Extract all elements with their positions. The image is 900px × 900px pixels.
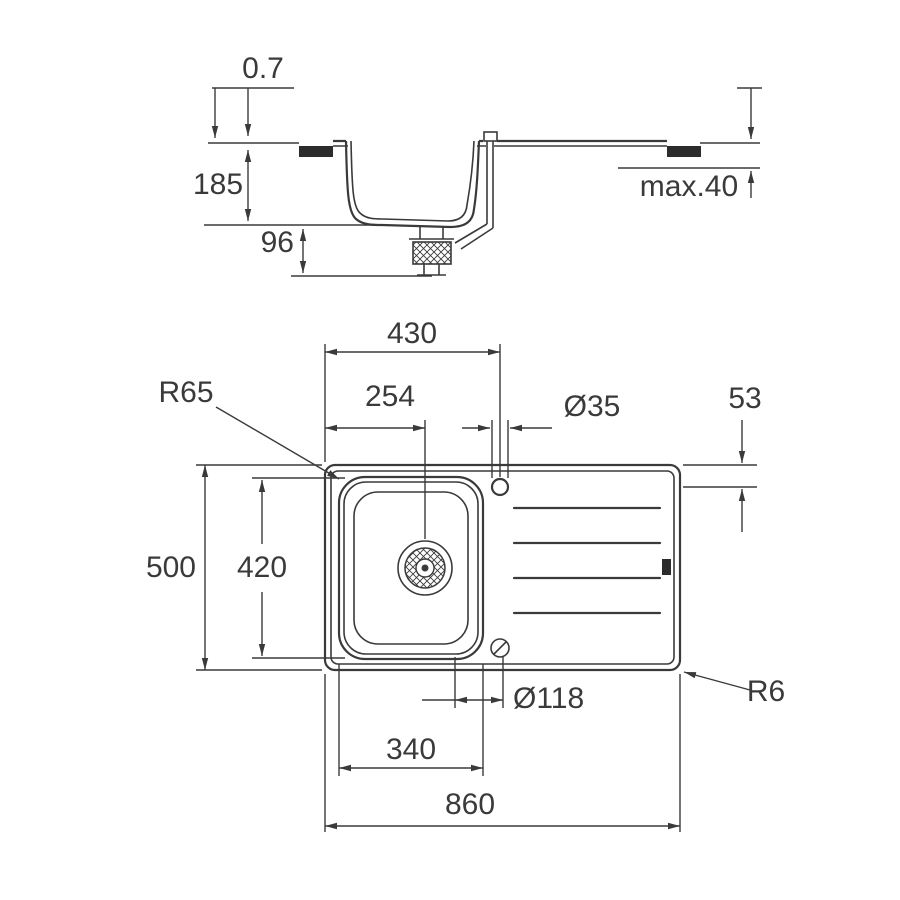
countertop-section-left bbox=[299, 146, 333, 157]
dim-trap-depth-label: 96 bbox=[261, 226, 294, 259]
dim-corner-radius: R6 bbox=[683, 671, 785, 708]
countertop-section-right bbox=[667, 146, 701, 157]
dim-tap-offset: 53 bbox=[683, 382, 762, 532]
dim-drain-dia: Ø118 bbox=[422, 657, 584, 715]
dim-depth: 500 bbox=[146, 464, 322, 671]
dim-counter-max: max.40 bbox=[618, 87, 762, 203]
dim-o118-label: Ø118 bbox=[513, 682, 584, 715]
dim-left-to-drain: 254 bbox=[325, 380, 426, 539]
plan-view: 430 254 Ø35 53 R65 bbox=[146, 317, 785, 832]
overflow-tube bbox=[454, 131, 498, 250]
dim-340-label: 340 bbox=[386, 733, 436, 766]
tap-hole bbox=[490, 477, 510, 497]
drainboard-grooves bbox=[512, 506, 662, 615]
dim-r65-label: R65 bbox=[158, 376, 213, 409]
bowl-profile bbox=[344, 140, 481, 229]
dim-bowl-length: 420 bbox=[237, 477, 345, 659]
side-view: 0.7 185 96 max.40 bbox=[193, 52, 762, 277]
drain-trap-assembly bbox=[409, 226, 454, 276]
overflow-hole bbox=[490, 638, 510, 658]
dim-bowl-radius: R65 bbox=[158, 376, 340, 480]
dim-430-label: 430 bbox=[387, 317, 437, 350]
dim-860-label: 860 bbox=[445, 788, 495, 821]
bowl-plan bbox=[337, 475, 485, 661]
bowl-drain bbox=[397, 540, 453, 596]
tap-hole-plug bbox=[483, 131, 498, 142]
dim-tap-dia: Ø35 bbox=[462, 390, 620, 478]
dim-bowl-depth-label: 185 bbox=[193, 168, 243, 201]
dim-width: 860 bbox=[324, 674, 681, 832]
trap-valve bbox=[412, 241, 452, 265]
dim-bowl-width: 340 bbox=[338, 664, 484, 776]
dim-o35-label: Ø35 bbox=[564, 390, 621, 423]
dim-254-label: 254 bbox=[365, 380, 415, 413]
dim-420-label: 420 bbox=[237, 551, 287, 584]
dim-left-to-tap: 430 bbox=[324, 317, 501, 477]
dim-53-label: 53 bbox=[728, 382, 761, 415]
sink-inner-edge bbox=[330, 470, 675, 665]
dim-trap-depth: 96 bbox=[261, 226, 432, 277]
edge-mark bbox=[662, 559, 671, 575]
dim-r6-label: R6 bbox=[747, 675, 785, 708]
sink-rim-profile bbox=[333, 139, 667, 147]
dim-counter-max-label: max.40 bbox=[640, 170, 738, 203]
dim-bowl-depth: 185 bbox=[193, 150, 385, 226]
dim-500-label: 500 bbox=[146, 551, 196, 584]
dim-sheet-thickness-label: 0.7 bbox=[242, 52, 284, 85]
dim-sheet-thickness: 0.7 bbox=[211, 52, 294, 138]
